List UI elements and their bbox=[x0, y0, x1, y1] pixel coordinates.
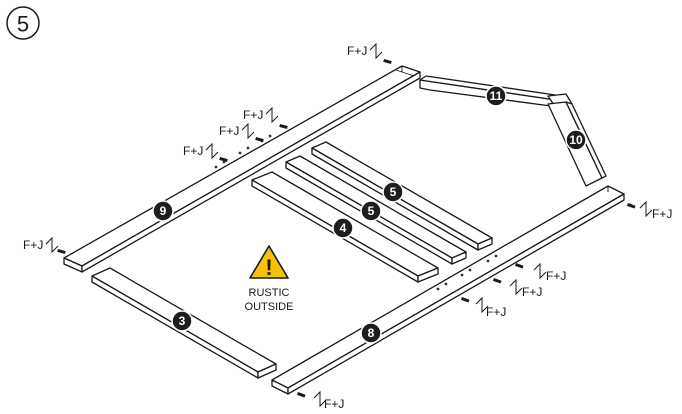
part-8 bbox=[271, 185, 625, 395]
fastener-callout-3: F+J bbox=[219, 122, 264, 142]
svg-text:5: 5 bbox=[368, 204, 375, 218]
svg-text:8: 8 bbox=[368, 326, 375, 340]
fastener-label: F+J bbox=[652, 207, 672, 221]
fastener-label: F+J bbox=[486, 305, 506, 319]
warning-notice: ! RUSTIC OUTSIDE bbox=[245, 245, 294, 313]
warning-icon bbox=[249, 245, 289, 279]
fastener-callout-4: F+J bbox=[183, 142, 228, 162]
badge-part-5-front: 5 bbox=[360, 200, 382, 222]
exclamation-icon: ! bbox=[265, 255, 272, 280]
badge-part-9: 9 bbox=[152, 200, 174, 222]
warning-line-1: RUSTIC bbox=[249, 287, 290, 299]
fastener-label: F+J bbox=[219, 124, 239, 138]
fastener-label: F+J bbox=[347, 44, 367, 58]
fastener-callout-10: F+J bbox=[296, 390, 344, 411]
fastener-callout-8: F+J bbox=[492, 278, 542, 299]
fastener-label: F+J bbox=[522, 285, 542, 299]
fastener-label: F+J bbox=[324, 397, 344, 411]
step-indicator: 5 bbox=[6, 6, 40, 40]
badge-part-4: 4 bbox=[332, 217, 354, 239]
warning-line-2: OUTSIDE bbox=[245, 301, 294, 313]
fastener-label: F+J bbox=[243, 108, 263, 122]
badge-part-3: 3 bbox=[171, 310, 193, 332]
fastener-label: F+J bbox=[546, 269, 566, 283]
fastener-label: F+J bbox=[23, 238, 43, 252]
fastener-callout-6: F+J bbox=[626, 200, 672, 221]
svg-text:3: 3 bbox=[179, 314, 186, 328]
fastener-callout-2: F+J bbox=[243, 106, 288, 129]
fastener-callout-7: F+J bbox=[514, 262, 566, 283]
svg-text:11: 11 bbox=[490, 89, 503, 103]
badge-part-5-back: 5 bbox=[382, 181, 404, 203]
svg-text:10: 10 bbox=[569, 133, 583, 147]
badge-part-10: 10 bbox=[565, 129, 587, 151]
svg-text:9: 9 bbox=[160, 204, 167, 218]
svg-text:5: 5 bbox=[390, 185, 397, 199]
step-number: 5 bbox=[17, 12, 29, 37]
badge-part-8: 8 bbox=[360, 322, 382, 344]
fastener-callout-1: F+J bbox=[347, 42, 392, 64]
fastener-callout-9: F+J bbox=[460, 296, 506, 319]
fastener-label: F+J bbox=[183, 144, 203, 158]
badge-part-11: 11 bbox=[485, 85, 507, 107]
part-9 bbox=[63, 65, 421, 273]
svg-text:4: 4 bbox=[340, 221, 347, 235]
step-circle bbox=[6, 6, 40, 40]
fastener-callout-5: F+J bbox=[23, 236, 66, 254]
